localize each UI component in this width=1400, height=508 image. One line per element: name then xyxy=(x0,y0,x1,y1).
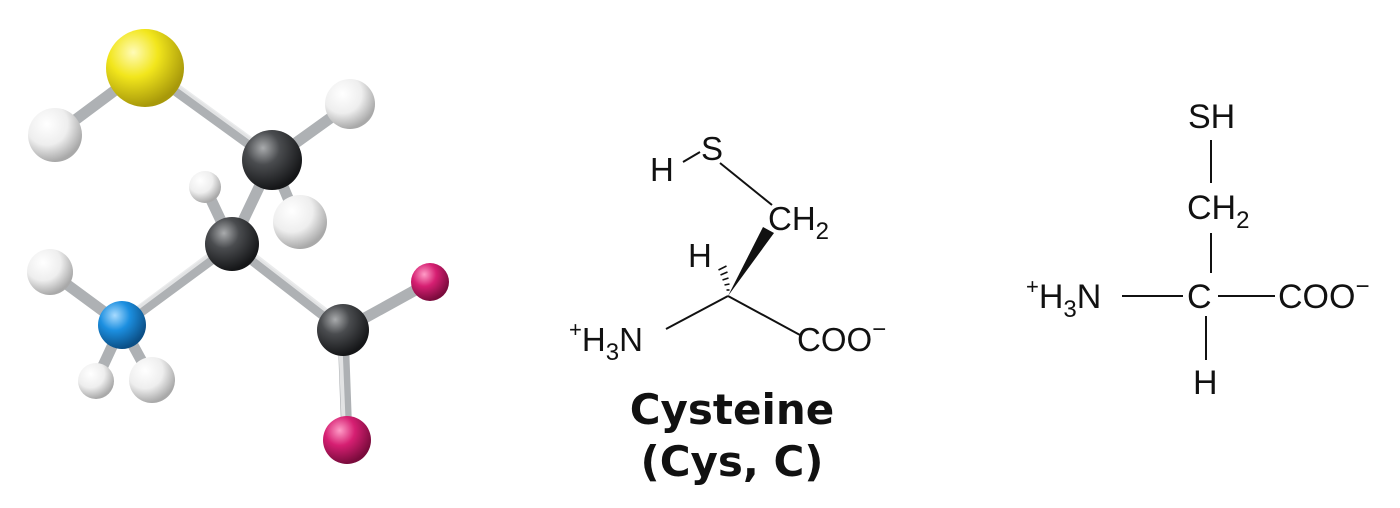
bond-s-ch2 xyxy=(719,162,773,206)
label-amino-n: N xyxy=(619,321,643,358)
fischer-label-alpha-c: C xyxy=(1187,278,1212,316)
label-amino-h: H xyxy=(582,321,606,358)
fischer-label-ch2-sub: 2 xyxy=(1236,207,1249,234)
hash-2 xyxy=(724,283,730,286)
label-ch2: CH2 xyxy=(768,200,829,245)
sulfur-atom xyxy=(106,29,184,107)
label-h-on-s: H xyxy=(650,151,674,188)
nitrogen-atom xyxy=(98,301,146,349)
label-ch2-sub: 2 xyxy=(816,218,829,245)
fischer-label-ch2: CH2 xyxy=(1187,189,1249,234)
hash-5 xyxy=(718,265,727,271)
amino-acid-name: Cysteine xyxy=(630,385,835,434)
amino-acid-abbreviation: (Cys, C) xyxy=(641,437,824,486)
hydrogen-atom-cb-front xyxy=(273,195,327,249)
fischer-label-amino-sub: 3 xyxy=(1063,296,1076,323)
hash-3 xyxy=(722,277,729,281)
fischer-label-carboxylate-minus: − xyxy=(1355,273,1369,300)
hash-4 xyxy=(720,271,728,276)
ball-and-stick-model xyxy=(27,29,449,464)
hydrogen-atom-n-lower-left xyxy=(78,363,114,399)
label-h-alpha: H xyxy=(688,237,712,274)
fischer-label-carboxylate-coo: COO xyxy=(1278,278,1355,316)
fischer-structure: SH CH2 +H3N C COO− H xyxy=(1026,98,1369,402)
beta-carbon-atom xyxy=(242,130,302,190)
oxygen-atom-right xyxy=(411,263,449,301)
label-amino-group: +H3N xyxy=(569,317,643,366)
fischer-label-sh: SH xyxy=(1188,98,1235,136)
oxygen-atom-down xyxy=(323,416,371,464)
label-amino-sub: 3 xyxy=(606,339,619,366)
label-amino-plus: + xyxy=(569,317,582,342)
fischer-label-h: H xyxy=(1193,364,1218,402)
hydrogen-atom-ca xyxy=(189,171,221,203)
bond-n-calpha xyxy=(665,295,729,330)
label-s: S xyxy=(701,130,723,167)
bond-calpha-coo xyxy=(727,295,801,336)
fischer-label-amino-h: H xyxy=(1039,278,1064,316)
hydrogen-atom-n-left xyxy=(27,249,73,295)
label-carboxylate: COO− xyxy=(797,316,886,358)
fischer-label-amino-n: N xyxy=(1077,278,1102,316)
hydrogen-atom-n-lower-right xyxy=(129,357,175,403)
fischer-structure-bonds xyxy=(1122,140,1275,360)
label-carboxylate-coo: COO xyxy=(797,321,872,358)
wedge-structure: H S CH2 H +H3N COO− xyxy=(569,130,886,366)
fischer-label-carboxylate: COO− xyxy=(1278,273,1369,316)
fischer-label-ch2-ch: CH xyxy=(1187,189,1236,227)
alpha-carbon-atom xyxy=(205,217,259,271)
fischer-label-amino-group: +H3N xyxy=(1026,274,1101,323)
label-carboxylate-minus: − xyxy=(872,316,886,343)
hydrogen-atom-sh xyxy=(28,108,82,162)
hashed-bond-h xyxy=(718,265,730,291)
bond-h-s xyxy=(682,151,701,163)
wedge-bond-ch2 xyxy=(728,227,774,296)
hydrogen-atom-cb-top xyxy=(325,79,375,129)
fischer-label-amino-plus: + xyxy=(1026,274,1039,299)
carboxyl-carbon-atom xyxy=(317,304,369,356)
label-ch2-ch: CH xyxy=(768,200,816,237)
wedge-structure-bonds xyxy=(665,151,801,336)
